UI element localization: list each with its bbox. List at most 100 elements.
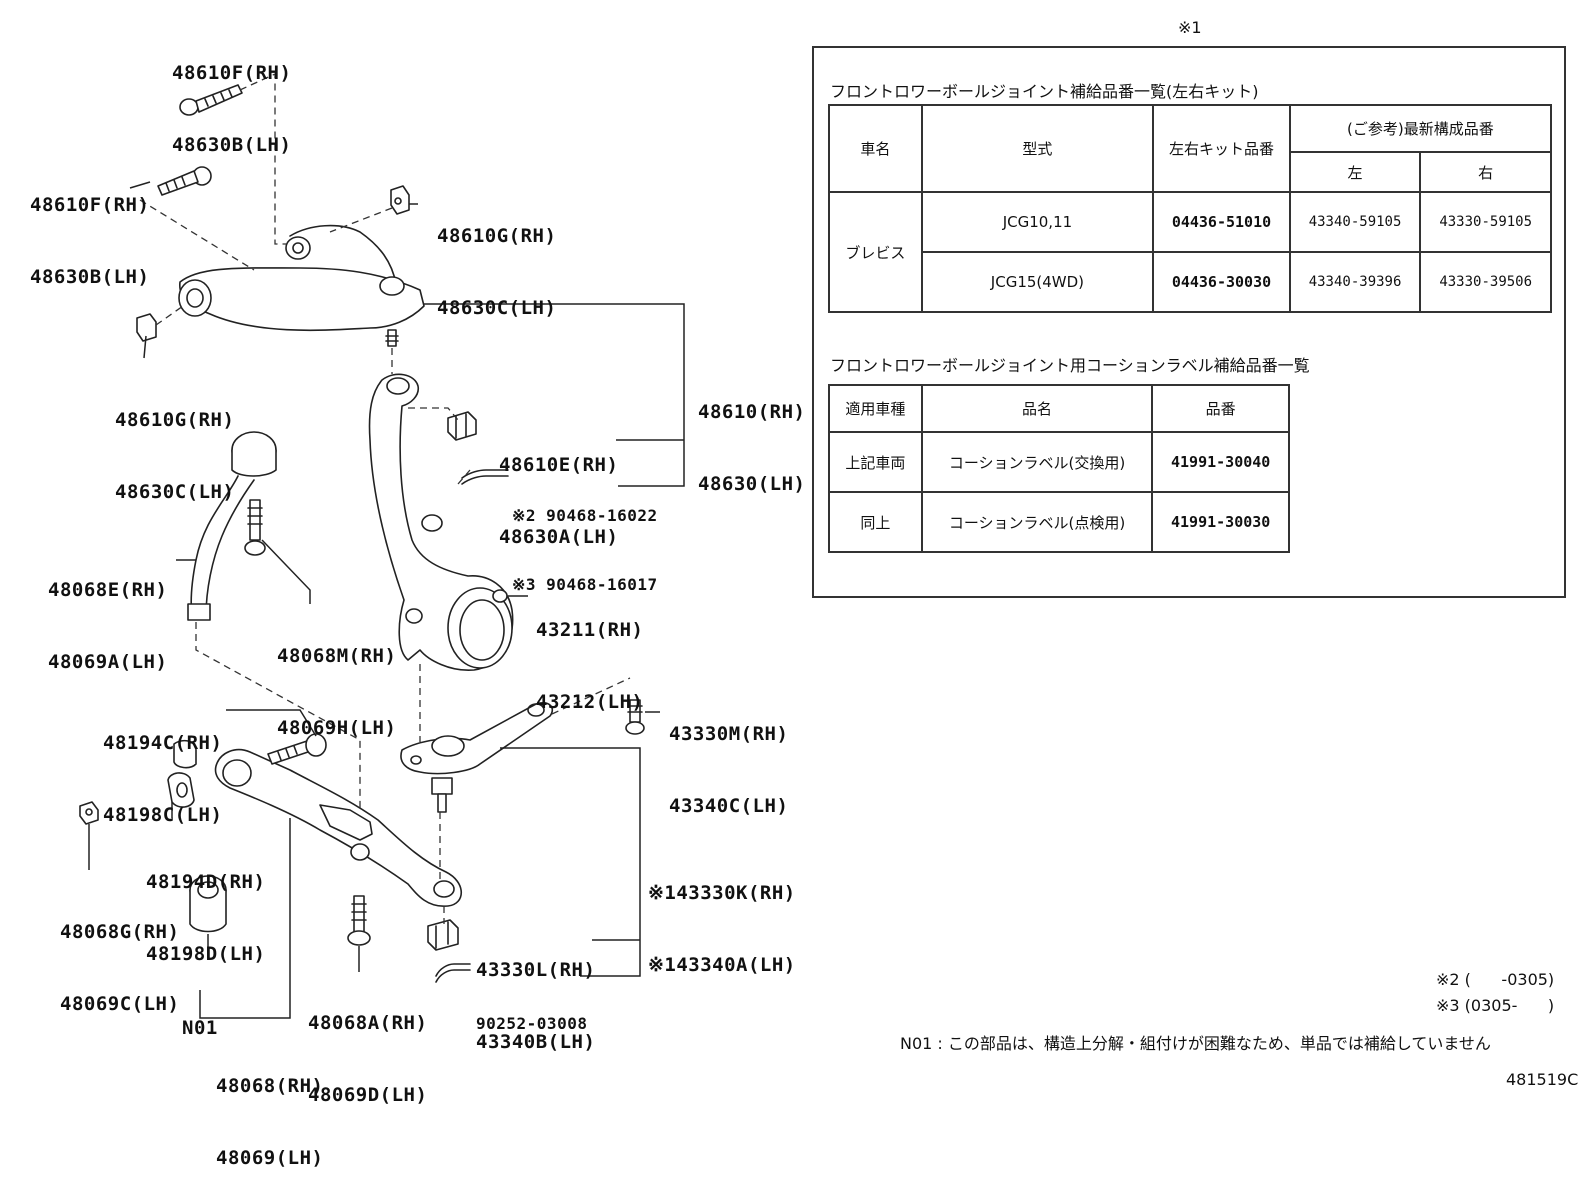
callout-line: 48069(LH) xyxy=(216,1147,324,1169)
table-row: ブレビス JCG10,11 04436-51010 43340-59105 43… xyxy=(828,191,1552,313)
bolt-upper-arm-rear xyxy=(157,166,212,196)
callout-washer: 48194D(RH) 48198D(LH) xyxy=(146,822,265,990)
cell-name: コーションラベル(点検用) xyxy=(920,491,1154,553)
callout-upper-arm: 48610(RH) 48630(LH) xyxy=(698,352,805,520)
bolt-upper-arm-front xyxy=(179,84,243,116)
cell-right: 43330-39506 xyxy=(1419,251,1552,313)
header-kit: 左右キット品番 xyxy=(1152,104,1291,193)
callout-line: 43340B(LH) xyxy=(476,1031,596,1053)
header-part: 品番 xyxy=(1151,384,1290,433)
footnote-3: ※3 (0305- ) xyxy=(1436,996,1555,1015)
callout-line: 43212(LH) xyxy=(536,691,644,713)
callout-upper-bolt-front: 48610F(RH) 48630B(LH) xyxy=(172,13,291,181)
callout-line: 48610E(RH) xyxy=(499,454,619,476)
notice-marker: ※1 xyxy=(1178,18,1202,37)
nut-lower-left xyxy=(79,801,99,825)
callout-line: 48069C(LH) xyxy=(60,993,180,1015)
leader-c20 xyxy=(199,818,291,1019)
callout-line: 48610G(RH) xyxy=(115,409,235,431)
cell-right: 43330-59105 xyxy=(1419,191,1552,253)
callout-line: 48630(LH) xyxy=(698,473,806,495)
callout-line: 48068(RH) xyxy=(216,1075,324,1097)
callout-cotter-pin-lower: 90252-03008 xyxy=(476,964,587,1060)
callout-line: 48068M(RH) xyxy=(277,645,397,667)
dash-cap-l xyxy=(155,305,184,326)
callout-upper-bolt-rear: 48610F(RH) 48630B(LH) xyxy=(30,145,149,313)
callout-line: 48194C(RH) xyxy=(103,732,223,754)
callout-line: 48630B(LH) xyxy=(30,266,150,288)
leader-c04 xyxy=(143,335,147,359)
figure-id: 481519C xyxy=(1506,1070,1579,1089)
cell-part: 41991-30040 xyxy=(1151,431,1290,493)
cell-left: 43340-59105 xyxy=(1288,191,1422,253)
callout-line: 48610(RH) xyxy=(698,401,806,423)
callout-line: 48194D(RH) xyxy=(146,871,266,893)
callout-line: ※143340A(LH) xyxy=(648,954,796,976)
cell-name: コーションラベル(交換用) xyxy=(920,431,1154,493)
footnote-n01: N01 : この部品は、構造上分解・組付けが困難なため、単品では補給していません xyxy=(900,1034,1491,1053)
header-vehicle: 車名 xyxy=(828,104,923,193)
callout-line: 48068E(RH) xyxy=(48,579,168,601)
cotter-pin-lower xyxy=(435,963,471,983)
suspension-exploded-diagram xyxy=(79,72,685,1019)
cell-kit: 04436-30030 xyxy=(1152,251,1291,313)
callout-line: 48068G(RH) xyxy=(60,921,180,943)
cell-kit: 04436-51010 xyxy=(1152,191,1291,253)
dash-bj-bolt xyxy=(551,677,631,715)
callout-lower-bolt: 48194C(RH) 48198C(LH) xyxy=(103,683,222,851)
dash-bolt2 xyxy=(139,199,255,271)
callout-line: 48610F(RH) xyxy=(172,62,292,84)
callout-upper-cap-right: 48610G(RH) 48630C(LH) xyxy=(437,176,556,344)
callout-line: 90252-03008 xyxy=(476,1014,588,1033)
callout-line: 48069D(LH) xyxy=(308,1084,428,1106)
header-model: 型式 xyxy=(920,104,1155,193)
header-name: 品名 xyxy=(920,384,1154,433)
header-left: 左 xyxy=(1288,151,1422,193)
dash-pin xyxy=(457,469,471,485)
callout-line: 48198D(LH) xyxy=(146,943,266,965)
callout-line: 48068A(RH) xyxy=(308,1012,428,1034)
callout-line: 48069H(LH) xyxy=(277,717,397,739)
callout-line: ※143330K(RH) xyxy=(648,882,796,904)
table-row: 同上 コーションラベル(点検用) 41991-30030 xyxy=(828,491,1290,553)
callout-lower-nut: 48068G(RH) 48069C(LH) xyxy=(60,872,179,1040)
callout-line: 48069A(LH) xyxy=(48,651,168,673)
upper-control-arm xyxy=(178,224,425,347)
bolt-ball-joint xyxy=(625,699,645,735)
table-row: 上記車両 コーションラベル(交換用) 41991-30040 xyxy=(828,431,1290,493)
table-row: JCG15(4WD) 04436-30030 43340-39396 43330… xyxy=(829,251,1552,313)
callout-bushing-n01: N01 xyxy=(182,968,218,1064)
lower-ball-joint xyxy=(400,702,554,813)
callout-line: ※2 90468-16022 xyxy=(512,506,658,525)
kit-table: 車名 型式 左右キット品番 (ご参考)最新構成品番 左 右 ブレビス JCG10… xyxy=(828,104,1553,313)
callout-ball-joint-nut: 43330L(RH) 43340B(LH) xyxy=(476,910,595,1078)
cotter-pin-upper xyxy=(461,469,509,485)
steering-knuckle xyxy=(368,373,514,671)
callout-line: 43340C(LH) xyxy=(669,795,789,817)
callout-line: 48198C(LH) xyxy=(103,804,223,826)
cell-applies: 同上 xyxy=(828,491,923,553)
bolt-tie-rod xyxy=(244,499,266,556)
dash-bolt1 xyxy=(239,72,286,245)
callout-tie-rod-end: 48068E(RH) 48069A(LH) xyxy=(48,530,167,698)
lower-arm-bushing xyxy=(189,875,227,933)
callout-lower-vertical-bolt: 48068A(RH) 48069D(LH) xyxy=(308,963,427,1131)
callout-tie-rod-bolt: 48068M(RH) 48069H(LH) xyxy=(277,596,396,764)
cell-model: JCG10,11 xyxy=(920,191,1155,253)
callout-line: 43330M(RH) xyxy=(669,723,789,745)
callout-line: ※3 90468-16017 xyxy=(512,575,658,594)
callout-line: 43211(RH) xyxy=(536,619,644,641)
dash-knuckle-nut xyxy=(408,407,459,421)
callout-line: 48630A(LH) xyxy=(499,526,619,548)
dash-cap-ur xyxy=(329,207,393,233)
callout-cotter-pin: ※2 90468-16022 ※3 90468-16017 xyxy=(512,458,658,619)
callout-line: 48630B(LH) xyxy=(172,134,292,156)
bushing-cap-upper-right xyxy=(390,185,410,215)
callout-upper-cap-left: 48610G(RH) 48630C(LH) xyxy=(115,360,234,528)
callout-knuckle: 43211(RH) 43212(LH) xyxy=(536,570,643,738)
leader-c05 xyxy=(424,303,685,487)
callout-upper-nut: 48610E(RH) 48630A(LH) xyxy=(499,405,618,573)
dash-tierod xyxy=(195,622,361,810)
leader-c09 xyxy=(261,539,311,604)
label-table-title: フロントロワーボールジョイント用コーションラベル補給品番一覧 xyxy=(830,356,1310,375)
